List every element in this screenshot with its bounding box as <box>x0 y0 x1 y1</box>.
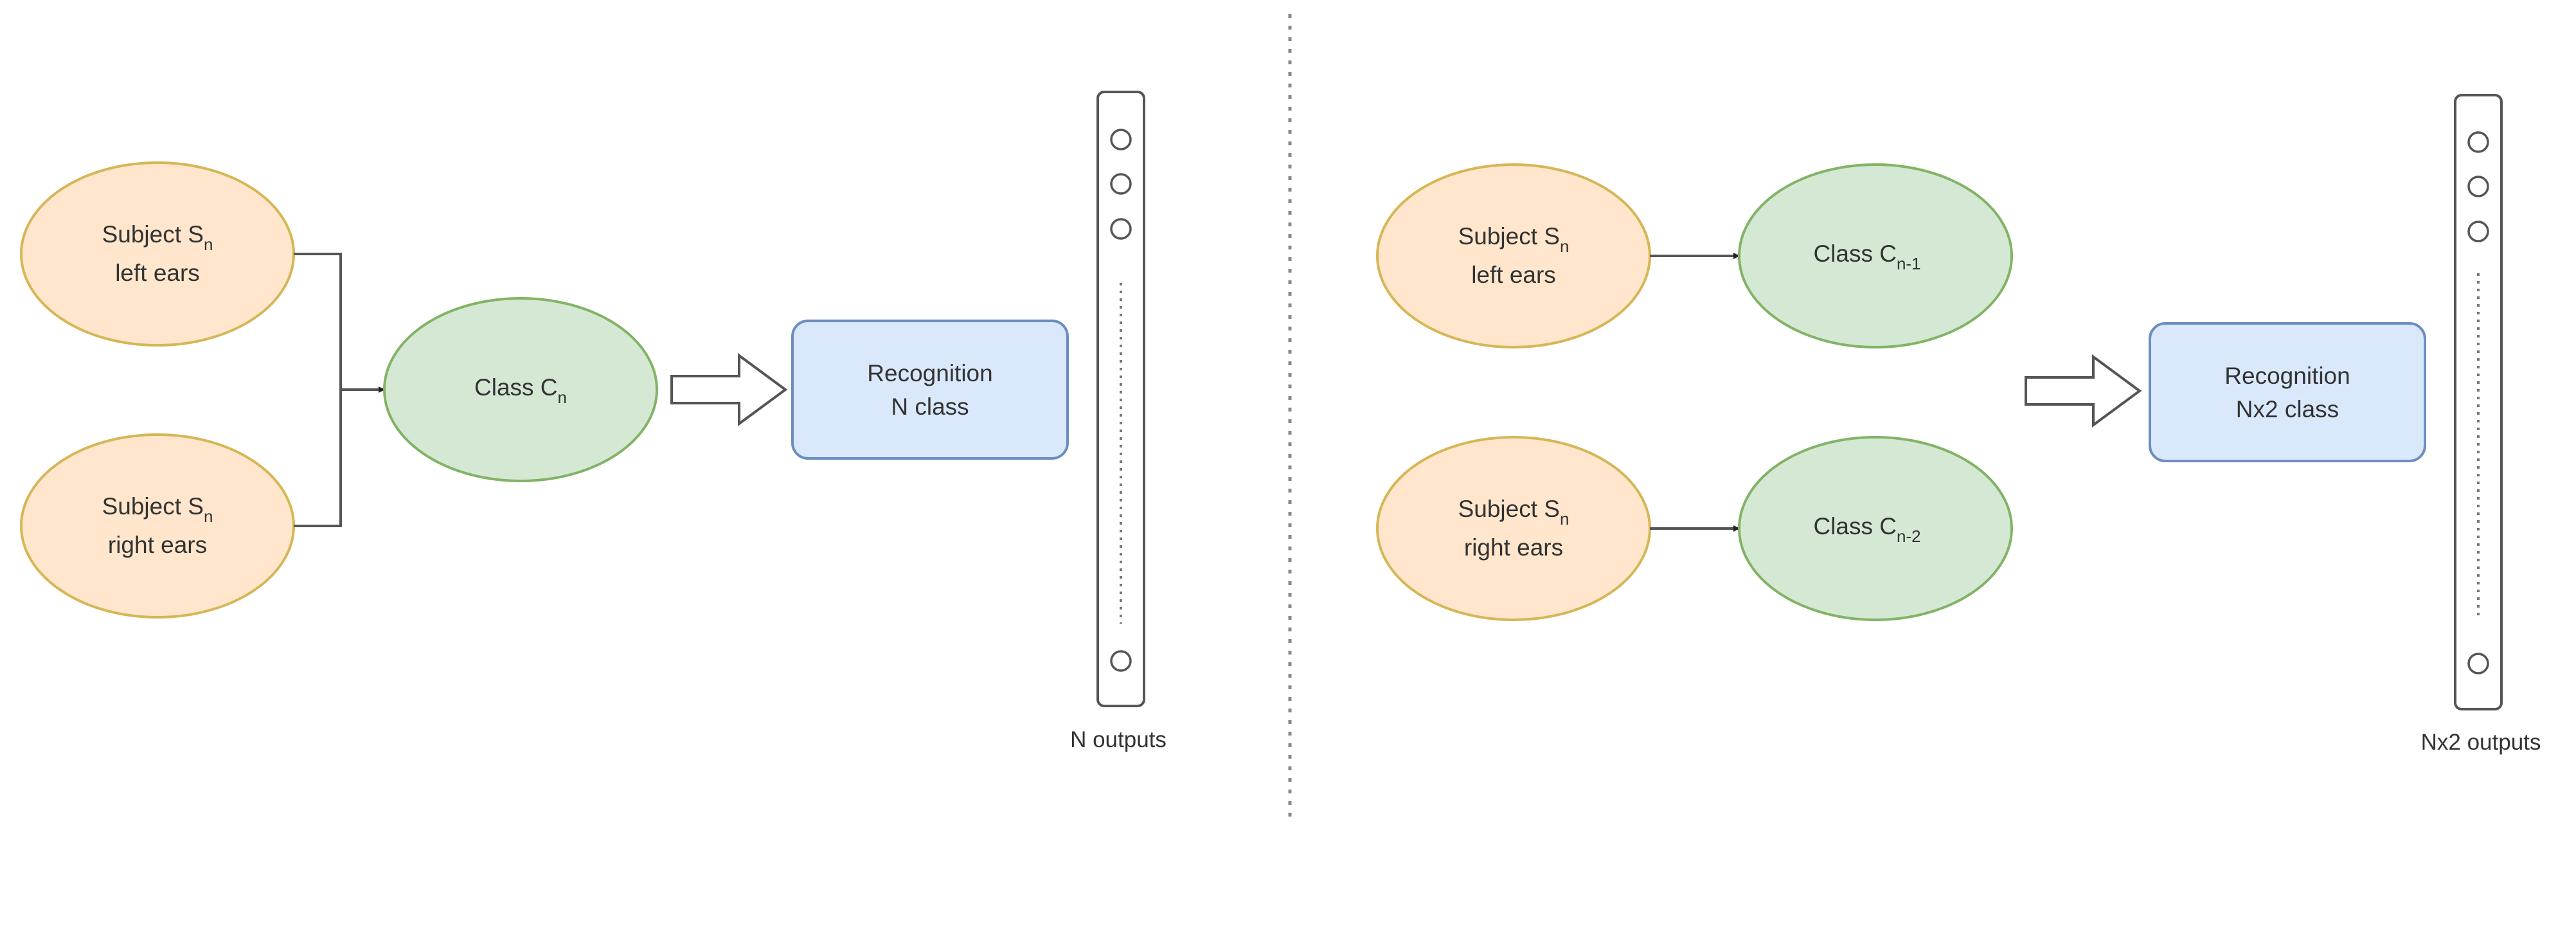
left-output-layer <box>1096 91 1145 707</box>
right-recognition-subtitle: Nx2 class <box>2236 396 2339 422</box>
right-output-layer <box>2454 94 2503 710</box>
left-output-neuron <box>1110 129 1132 150</box>
left-output-neuron <box>1110 218 1132 240</box>
right-recognition-box: Recognition Nx2 class <box>2149 322 2426 462</box>
left-subject-right-ears-subtitle: right ears <box>108 532 207 558</box>
left-merge-connector <box>294 253 384 527</box>
right-outputs-label: Nx2 outputs <box>2421 730 2541 755</box>
left-class-label: Class Cn <box>474 374 567 407</box>
left-subject-right-ears-node: Subject Sn right ears <box>20 433 295 619</box>
right-subject-right-ears-node: Subject Sn right ears <box>1376 436 1651 621</box>
left-class-node: Class Cn <box>383 297 658 482</box>
right-block-arrow <box>2025 354 2142 428</box>
right-subject-left-ears-title: Subject Sn <box>1458 223 1570 256</box>
right-class-1-label: Class Cn-1 <box>1813 240 1920 273</box>
right-output-neuron <box>2467 221 2489 242</box>
left-subject-left-ears-subtitle: left ears <box>115 260 200 286</box>
left-recognition-subtitle: N class <box>891 393 969 420</box>
left-recognition-title: Recognition <box>867 360 992 386</box>
left-output-neuron <box>1110 650 1132 672</box>
left-subject-left-ears-node: Subject Sn left ears <box>20 161 295 347</box>
right-subject-right-ears-title: Subject Sn <box>1458 496 1570 529</box>
right-output-neuron <box>2467 176 2489 197</box>
right-panel: Subject Sn left ears Subject Sn right ea… <box>1376 94 2541 755</box>
right-class-1-node: Class Cn-1 <box>1738 163 2013 348</box>
right-subject-right-ears-subtitle: right ears <box>1464 534 1563 561</box>
right-class-2-node: Class Cn-2 <box>1738 436 2013 621</box>
left-panel: Subject Sn left ears Subject Sn right ea… <box>20 91 1167 752</box>
left-subject-right-ears-title: Subject Sn <box>102 493 213 526</box>
right-subject-left-ears-subtitle: left ears <box>1471 262 1556 288</box>
right-recognition-title: Recognition <box>2224 363 2350 389</box>
right-subject-left-ears-node: Subject Sn left ears <box>1376 163 1651 348</box>
left-block-arrow <box>670 353 788 426</box>
left-recognition-box: Recognition N class <box>791 320 1069 460</box>
right-output-neuron <box>2467 653 2489 674</box>
left-output-neuron <box>1110 173 1132 195</box>
right-output-neuron <box>2467 131 2489 153</box>
left-subject-left-ears-title: Subject Sn <box>102 221 213 254</box>
right-class-2-label: Class Cn-2 <box>1813 513 1920 546</box>
left-outputs-label: N outputs <box>1070 727 1167 752</box>
